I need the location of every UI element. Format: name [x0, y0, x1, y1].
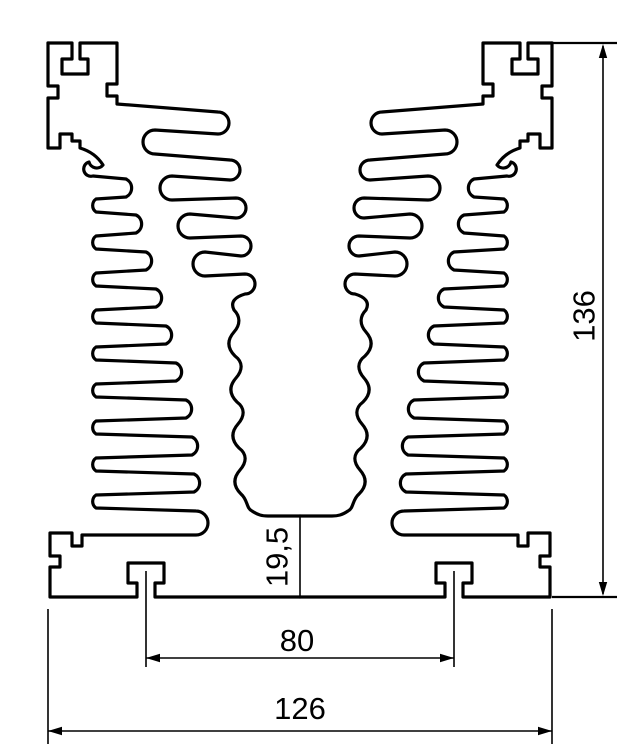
arrow-left-icon [146, 653, 160, 663]
arrow-right-icon [440, 653, 454, 663]
dimension-label-slot-spacing: 80 [280, 623, 314, 658]
profile-outline-inner-serpentine [46, 41, 302, 518]
dimension-label-width: 126 [274, 691, 326, 726]
arrow-up-icon [598, 44, 608, 58]
profile-outline-outer-serpentine [46, 41, 302, 599]
arrow-left-icon [48, 726, 62, 736]
dimension-width-126: 126 [47, 609, 553, 744]
arrow-right-icon [538, 726, 552, 736]
dimension-label-base-thickness: 19,5 [260, 527, 295, 587]
arrow-down-icon [598, 582, 608, 596]
heatsink-left-half [46, 41, 302, 599]
dimension-slot-spacing-80: 80 [145, 571, 455, 667]
heatsink-right-half [298, 41, 554, 599]
dimension-height-136: 136 [552, 41, 617, 599]
dimension-label-height: 136 [567, 290, 602, 342]
dimension-base-thickness: 19,5 [260, 516, 301, 597]
